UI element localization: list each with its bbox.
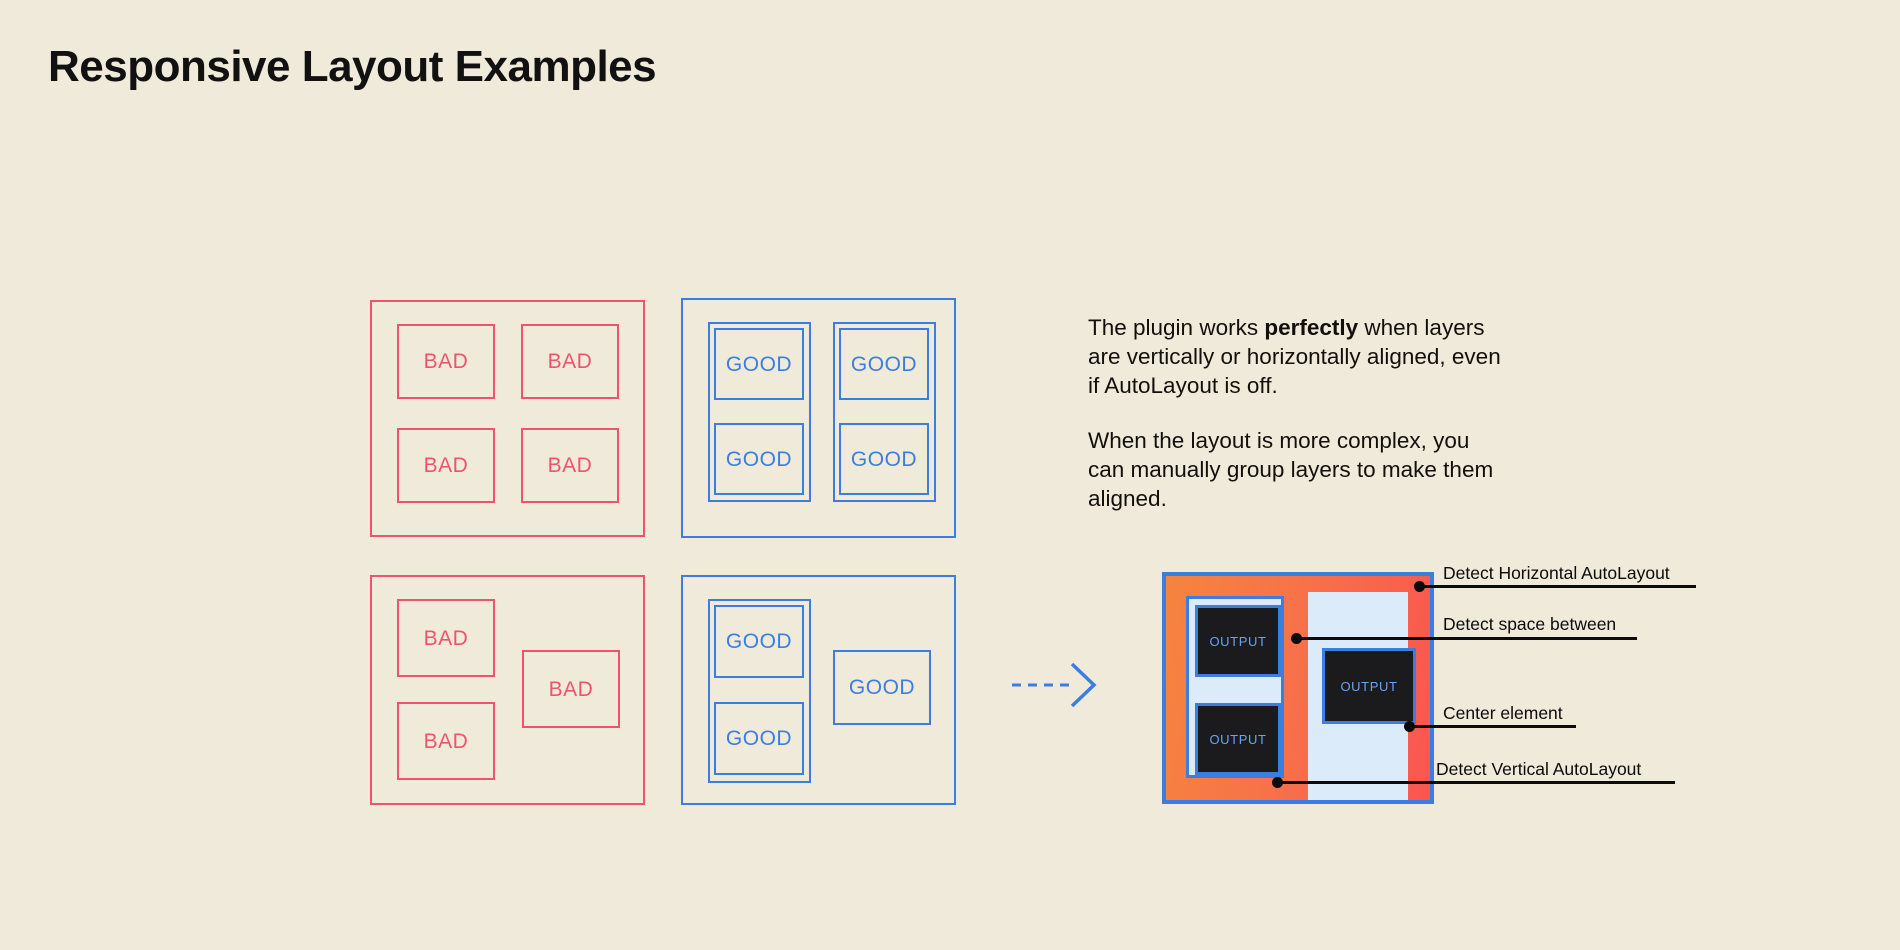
page-title: Responsive Layout Examples	[48, 42, 657, 91]
description-p1-bold: perfectly	[1264, 315, 1359, 340]
cell-label: BAD	[423, 729, 469, 753]
callout-line	[1277, 781, 1675, 784]
good-grid-cell-4: GOOD	[839, 423, 929, 495]
good-grid-cell-1: GOOD	[714, 328, 804, 400]
cell-label: BAD	[548, 677, 594, 701]
cell-label: BAD	[547, 454, 593, 477]
good-grid-group-left: GOOD GOOD	[708, 322, 811, 502]
bad-grid-panel: BAD BAD BAD BAD	[370, 300, 645, 537]
cell-label: GOOD	[725, 727, 793, 750]
good-grid-cell-2: GOOD	[839, 328, 929, 400]
output-box-top-left: OUTPUT	[1195, 605, 1281, 677]
good-complex-panel: GOOD GOOD GOOD	[681, 575, 956, 805]
bad-grid-cell-2: BAD	[521, 324, 619, 399]
callout-label: Center element	[1443, 703, 1563, 723]
bad-grid-cell-1: BAD	[397, 324, 495, 399]
description-text: The plugin works perfectly when layers a…	[1088, 313, 1508, 513]
good-complex-cell-2: GOOD	[714, 702, 804, 775]
callout-line	[1409, 725, 1576, 728]
bad-complex-panel: BAD BAD BAD	[370, 575, 645, 805]
good-grid-panel: GOOD GOOD GOOD GOOD	[681, 298, 956, 538]
output-label: OUTPUT	[1340, 678, 1398, 694]
good-complex-cell-3: GOOD	[833, 650, 931, 725]
bad-complex-cell-3: BAD	[522, 650, 620, 728]
good-grid-cell-3: GOOD	[714, 423, 804, 495]
cell-label: BAD	[423, 454, 469, 477]
output-box-center-right: OUTPUT	[1322, 648, 1416, 724]
good-complex-cell-1: GOOD	[714, 605, 804, 678]
cell-label: GOOD	[850, 447, 918, 471]
good-grid-group-right: GOOD GOOD	[833, 322, 936, 502]
bad-grid-cell-4: BAD	[521, 428, 619, 503]
cell-label: BAD	[547, 350, 593, 373]
bad-complex-cell-1: BAD	[397, 599, 495, 677]
cell-label: GOOD	[725, 352, 793, 376]
cell-label: GOOD	[848, 676, 916, 699]
transition-arrow-icon	[1012, 662, 1097, 708]
cell-label: GOOD	[725, 447, 793, 471]
callout-label: Detect space between	[1443, 614, 1617, 634]
cell-label: BAD	[423, 350, 469, 373]
description-p1-part1: The plugin works	[1088, 315, 1265, 340]
mockup-left-group: OUTPUT OUTPUT	[1186, 596, 1284, 778]
description-p1-part2: when layers are vertically or horizontal…	[1088, 315, 1501, 398]
description-paragraph-1: The plugin works perfectly when layers a…	[1088, 313, 1508, 400]
cell-label: BAD	[423, 626, 469, 650]
bad-grid-cell-3: BAD	[397, 428, 495, 503]
cell-label: GOOD	[850, 352, 918, 376]
annotated-mockup: OUTPUT OUTPUT OUTPUT	[1162, 572, 1434, 804]
callout-label: Detect Horizontal AutoLayout	[1443, 563, 1670, 583]
bad-complex-cell-2: BAD	[397, 702, 495, 780]
callout-label: Detect Vertical AutoLayout	[1436, 759, 1642, 779]
good-complex-group: GOOD GOOD	[708, 599, 811, 783]
output-label: OUTPUT	[1209, 731, 1267, 747]
callout-line	[1419, 585, 1696, 588]
output-box-bottom-left: OUTPUT	[1195, 703, 1281, 775]
output-label: OUTPUT	[1209, 633, 1267, 649]
description-paragraph-2: When the layout is more complex, you can…	[1088, 428, 1494, 511]
callout-line	[1296, 637, 1637, 640]
cell-label: GOOD	[725, 630, 793, 653]
